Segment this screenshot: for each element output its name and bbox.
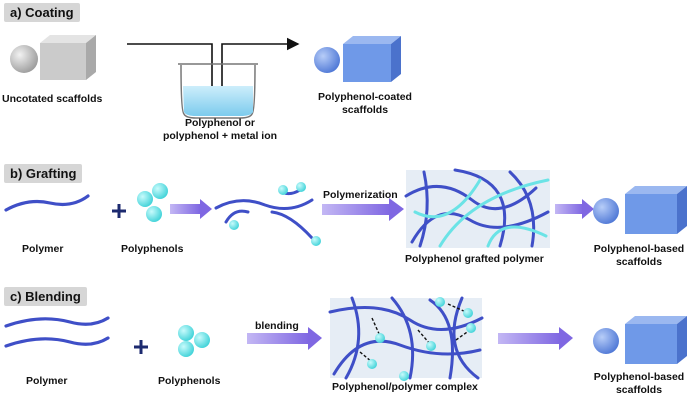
blending-polymer-label: Polymer bbox=[26, 375, 68, 387]
blending-arrow bbox=[247, 333, 309, 344]
section-label-blending: c) Blending bbox=[4, 287, 87, 306]
blending-product-label: Polyphenol-based scaffolds bbox=[580, 371, 698, 397]
grafting-polyphenols-label: Polyphenols bbox=[121, 243, 184, 255]
polymerization-label: Polymerization bbox=[323, 189, 398, 201]
section-label-coating: a) Coating bbox=[4, 3, 80, 22]
beaker-solution-label: Polyphenol or polyphenol + metal ion bbox=[155, 117, 285, 143]
grafting-polymer-label: Polymer bbox=[22, 243, 64, 255]
beaker-icon bbox=[178, 63, 258, 119]
blending-plus-icon bbox=[134, 340, 148, 354]
complex-label: Polyphenol/polymer complex bbox=[332, 381, 478, 393]
grafting-product-line1: Polyphenol-based bbox=[593, 243, 685, 255]
grafting-polyphenol-spheres bbox=[137, 183, 168, 222]
complex-dashed-bonds bbox=[359, 303, 471, 363]
coated-scaffolds-label: Polyphenol-coated scaffolds bbox=[300, 91, 430, 117]
blending-product-sphere bbox=[593, 328, 619, 354]
grafting-arrow-2 bbox=[555, 204, 583, 214]
grafting-arrow-1 bbox=[170, 204, 200, 214]
coated-scaffolds-line2: scaffolds bbox=[341, 104, 389, 116]
grafted-polymer-label: Polyphenol grafted polymer bbox=[405, 253, 544, 265]
grafting-product-line2: scaffolds bbox=[615, 256, 663, 268]
grafted-polyphenol-spheres bbox=[229, 182, 321, 246]
grafting-polymer-chain bbox=[4, 194, 90, 212]
beaker-solution-line2: polyphenol + metal ion bbox=[162, 130, 278, 142]
grafting-product-cube bbox=[625, 186, 687, 234]
blending-polyphenols-label: Polyphenols bbox=[158, 375, 221, 387]
coated-scaffold-sphere bbox=[314, 47, 340, 73]
uncoated-scaffold-cube bbox=[40, 35, 96, 80]
blending-product-cube bbox=[625, 316, 687, 364]
coated-scaffolds-line1: Polyphenol-coated bbox=[318, 91, 412, 103]
uncoated-scaffold-sphere bbox=[10, 45, 38, 73]
complex-polyphenol-spheres bbox=[367, 297, 476, 381]
blending-arrow-2 bbox=[498, 333, 560, 344]
grafted-network-chains bbox=[404, 168, 550, 248]
blending-product-line1: Polyphenol-based bbox=[593, 371, 685, 383]
coated-scaffold-cube bbox=[343, 36, 401, 82]
grafting-product-sphere bbox=[593, 198, 619, 224]
blending-product-line2: scaffolds bbox=[615, 384, 663, 396]
section-label-grafting: b) Grafting bbox=[4, 164, 83, 183]
grafted-chains bbox=[214, 188, 314, 240]
coating-process-arrow bbox=[127, 37, 300, 104]
blending-polymer-chains bbox=[4, 316, 110, 348]
blending-polyphenol-spheres bbox=[178, 325, 210, 357]
beaker-solution-line1: Polyphenol or bbox=[184, 117, 255, 129]
polymerization-arrow bbox=[322, 204, 390, 215]
uncoated-scaffolds-label: Uncotated scaffolds bbox=[2, 93, 103, 105]
grafting-plus-icon bbox=[112, 204, 126, 218]
grafting-product-label: Polyphenol-based scaffolds bbox=[580, 243, 698, 269]
blending-arrow-label: blending bbox=[255, 320, 299, 332]
